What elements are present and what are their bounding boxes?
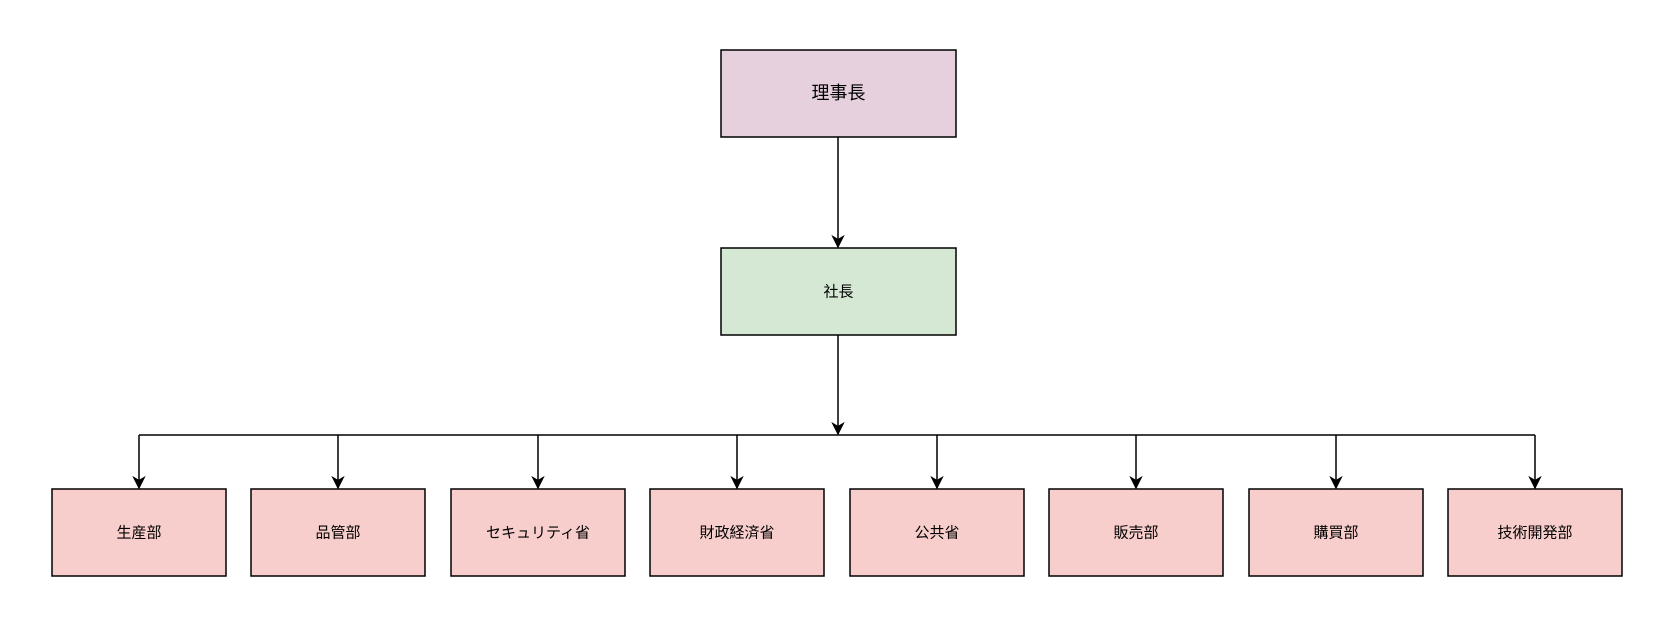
department-node-finance[interactable]: 財政経済省 xyxy=(649,488,825,577)
department-label: 生産部 xyxy=(116,524,161,542)
department-box[interactable] xyxy=(1447,488,1623,577)
president-box[interactable] xyxy=(720,247,957,336)
chairman-node[interactable]: 理事長 xyxy=(720,49,957,138)
president-node[interactable]: 社長 xyxy=(720,247,957,336)
department-box[interactable] xyxy=(1048,488,1224,577)
department-node-quality-control[interactable]: 品管部 xyxy=(250,488,426,577)
department-box[interactable] xyxy=(649,488,825,577)
department-label: 購買部 xyxy=(1313,524,1358,542)
department-label: 品管部 xyxy=(315,524,360,542)
department-box[interactable] xyxy=(51,488,227,577)
department-node-sales[interactable]: 販売部 xyxy=(1048,488,1224,577)
president-label: 社長 xyxy=(823,283,853,301)
department-box[interactable] xyxy=(450,488,626,577)
department-label: 公共省 xyxy=(914,524,959,542)
department-label: 財政経済省 xyxy=(699,524,774,542)
department-node-engineering[interactable]: 技術開発部 xyxy=(1447,488,1623,577)
department-box[interactable] xyxy=(849,488,1025,577)
department-label: 販売部 xyxy=(1113,524,1158,542)
department-node-purchasing[interactable]: 購買部 xyxy=(1248,488,1424,577)
chairman-box[interactable] xyxy=(720,49,957,138)
department-label: セキュリティ省 xyxy=(486,524,590,542)
department-box[interactable] xyxy=(250,488,426,577)
department-label: 技術開発部 xyxy=(1497,524,1572,542)
department-box[interactable] xyxy=(1248,488,1424,577)
department-node-security[interactable]: セキュリティ省 xyxy=(450,488,626,577)
department-node-production[interactable]: 生産部 xyxy=(51,488,227,577)
connectors xyxy=(132,137,1542,490)
chairman-label: 理事長 xyxy=(812,83,866,104)
department-node-public[interactable]: 公共省 xyxy=(849,488,1025,577)
